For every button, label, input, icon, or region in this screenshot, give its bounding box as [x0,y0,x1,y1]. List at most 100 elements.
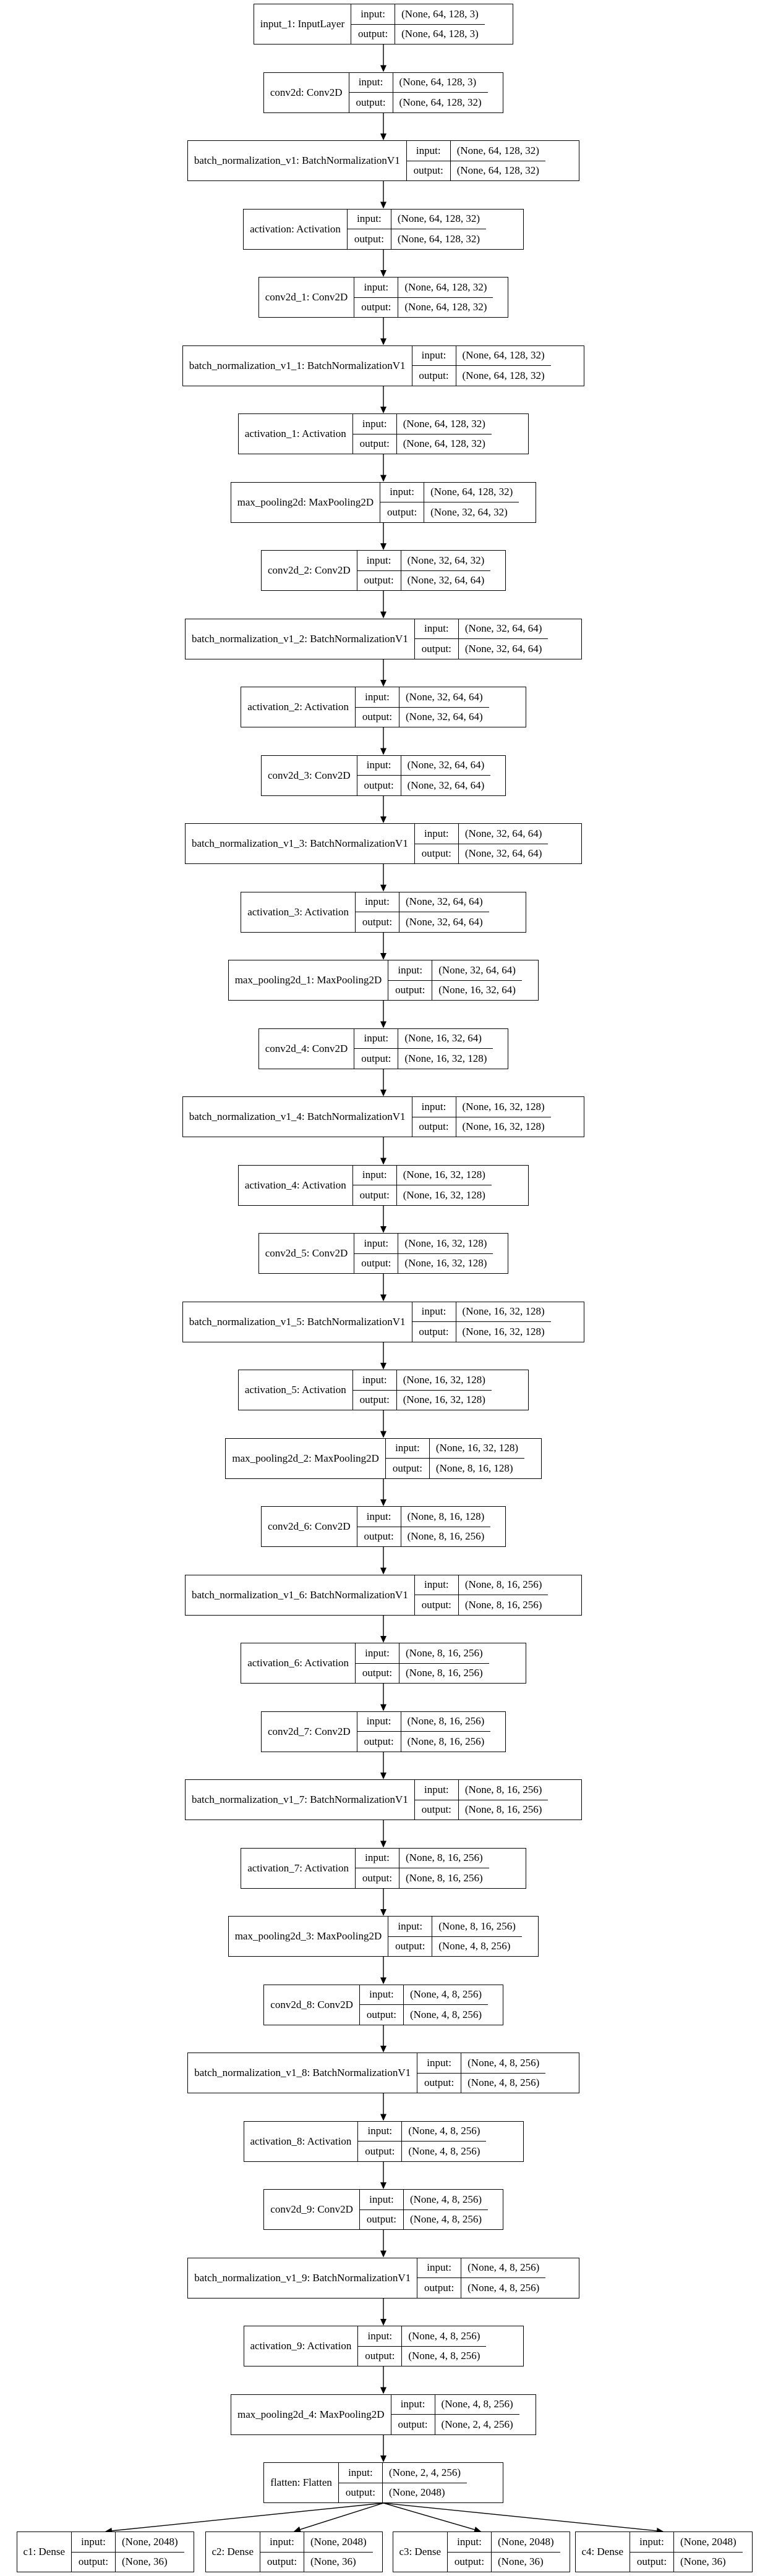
edge-arrow [380,2093,386,2121]
output-shape-row: output:(None, 32, 64, 64) [356,912,489,932]
output-shape-row: output: (None, 36) [72,2551,184,2572]
input-shape: (None, 4, 8, 256) [441,2398,513,2410]
input-shape-row: input:(None, 16, 32, 128) [412,1097,551,1117]
output-label: output: [412,366,456,386]
output-label: output: [412,1117,456,1137]
input-shape-row: input:(None, 8, 16, 256) [356,1848,489,1868]
output-shape: (None, 16, 32, 64) [438,984,516,996]
output-label: output: [354,1049,399,1069]
input-shape-row: input:(None, 4, 8, 256) [417,2258,545,2277]
layer-name: conv2d_9: Conv2D [264,2190,360,2229]
output-label: output: [386,1459,430,1478]
input-label: input: [415,1575,459,1595]
layer-name: conv2d_5: Conv2D [259,1234,355,1273]
output-shape: (None, 8, 16, 128) [435,1462,513,1474]
input-shape-row: input:(None, 16, 32, 128) [353,1370,492,1390]
edge-arrow [380,1069,386,1096]
edge-arrow [380,386,386,413]
layer-shapes: input:(None, 2048)output:(None, 36) [448,2532,560,2572]
layer-node-batch-normalization-v1: batch_normalization_v1: BatchNormalizati… [187,140,580,181]
edge-arrow [380,1478,386,1506]
output-shape-row: output:(None, 16, 32, 128) [352,1389,492,1410]
edge-arrow [380,1615,386,1643]
input-shape-row: input:(None, 2048) [72,2532,184,2552]
input-label: input: [354,1234,399,1253]
output-label: output: [388,1936,433,1956]
output-label: output: [360,2005,404,2025]
output-shape-row: output:(None, 4, 8, 256) [417,2277,546,2298]
output-shape: (None, 64, 128, 32) [456,164,539,177]
input-shape-row: input:(None, 4, 8, 256) [360,1985,488,2004]
input-label: input: [354,1028,399,1048]
output-shape-row: output:(None, 16, 32, 128) [354,1253,493,1273]
input-label: input: [357,551,401,570]
layer-shapes: input:(None, 4, 8, 256)output:(None, 2, … [391,2394,519,2434]
layer-name: batch_normalization_v1_2: BatchNormaliza… [186,619,415,659]
layer-shapes: input:(None, 64, 128, 32)output:(None, 3… [380,482,519,522]
output-label: output: [339,2483,383,2502]
input-shape: (None, 64, 128, 32) [404,281,487,293]
edge-arrow [380,1820,386,1848]
input-label: input: [356,1643,400,1663]
output-shape-row: output:(None, 4, 8, 256) [417,2072,546,2093]
layer-name: activation_6: Activation [241,1643,356,1683]
output-shape-row: output:(None, 16, 32, 128) [352,1185,492,1205]
output-shape-row: output:(None, 32, 64, 64) [414,843,549,863]
input-label: input: [260,2532,305,2552]
layer-shapes: input:(None, 32, 64, 32)output:(None, 32… [357,551,491,590]
output-label: output: [72,2552,116,2572]
input-shape-row: input:(None, 64, 128, 32) [354,278,493,297]
layer-shapes: input:(None, 64, 128, 32)output:(None, 6… [352,414,492,454]
input-shape-row: input:(None, 2048) [260,2532,373,2552]
layer-node-batch-normalization-v1-8: batch_normalization_v1_8: BatchNormaliza… [187,2053,579,2093]
output-shape: (None, 64, 128, 3) [401,28,479,40]
input-shape: (None, 32, 64, 64) [406,690,483,703]
output-shape: (None, 32, 64, 64) [406,711,483,723]
edge-arrow [380,2366,386,2394]
input-shape-row: input:(None, 32, 64, 32) [357,551,491,570]
layer-shapes: input:(None, 64, 128, 3)output:(None, 64… [349,72,488,112]
layer-node-batch-normalization-v1-2: batch_normalization_v1_2: BatchNormaliza… [185,618,582,659]
layer-name: activation_3: Activation [241,892,356,932]
edge-arrow [380,1205,386,1233]
input-shape: (None, 16, 32, 128) [404,1237,487,1249]
output-shape: (None, 36) [680,2556,726,2568]
input-shape-row: input:(None, 64, 128, 32) [348,209,486,229]
input-shape: (None, 16, 32, 128) [462,1100,545,1112]
layer-shapes: input:(None, 8, 16, 256)output:(None, 8,… [414,1575,549,1615]
input-label: input: [349,72,393,92]
input-shape: (None, 8, 16, 256) [464,1783,542,1795]
input-shape: (None, 64, 128, 32) [403,417,485,430]
output-shape: (None, 64, 128, 32) [397,232,480,245]
input-shape: (None, 8, 16, 128) [407,1510,485,1522]
input-label: input: [351,4,396,24]
input-shape-row: input: (None, 64, 128, 32) [353,414,492,434]
output-shape: (None, 16, 32, 128) [462,1121,545,1133]
layer-name: batch_normalization_v1_8: BatchNormaliza… [188,2053,418,2093]
layer-shapes: input:(None, 16, 32, 128)output:(None, 1… [412,1302,551,1342]
output-shape: (None, 32, 64, 64) [406,915,483,928]
input-label: input: [353,414,397,434]
layer-node-batch-normalization-v1-9: batch_normalization_v1_9: BatchNormaliza… [187,2257,579,2298]
output-label: output: [358,2346,403,2366]
layer-shapes: input:(None, 32, 64, 64)output:(None, 16… [388,960,522,1000]
output-shape: (None, 36) [122,2556,168,2568]
edge-arrow [380,181,386,209]
output-label: output: [351,24,396,44]
input-shape-row: input:(None, 8, 16, 256) [415,1575,549,1595]
input-label: input: [412,345,456,365]
output-label: output: [415,639,459,659]
layer-name: input_1: InputLayer [254,4,352,44]
output-shape-row: output:(None, 16, 32, 128) [354,1048,493,1069]
output-shape-row: output:(None, 8, 16, 256) [356,1868,489,1888]
output-shape-row: output:(None, 32, 64, 64) [357,570,491,590]
output-shape: (None, 8, 16, 256) [407,1530,485,1543]
